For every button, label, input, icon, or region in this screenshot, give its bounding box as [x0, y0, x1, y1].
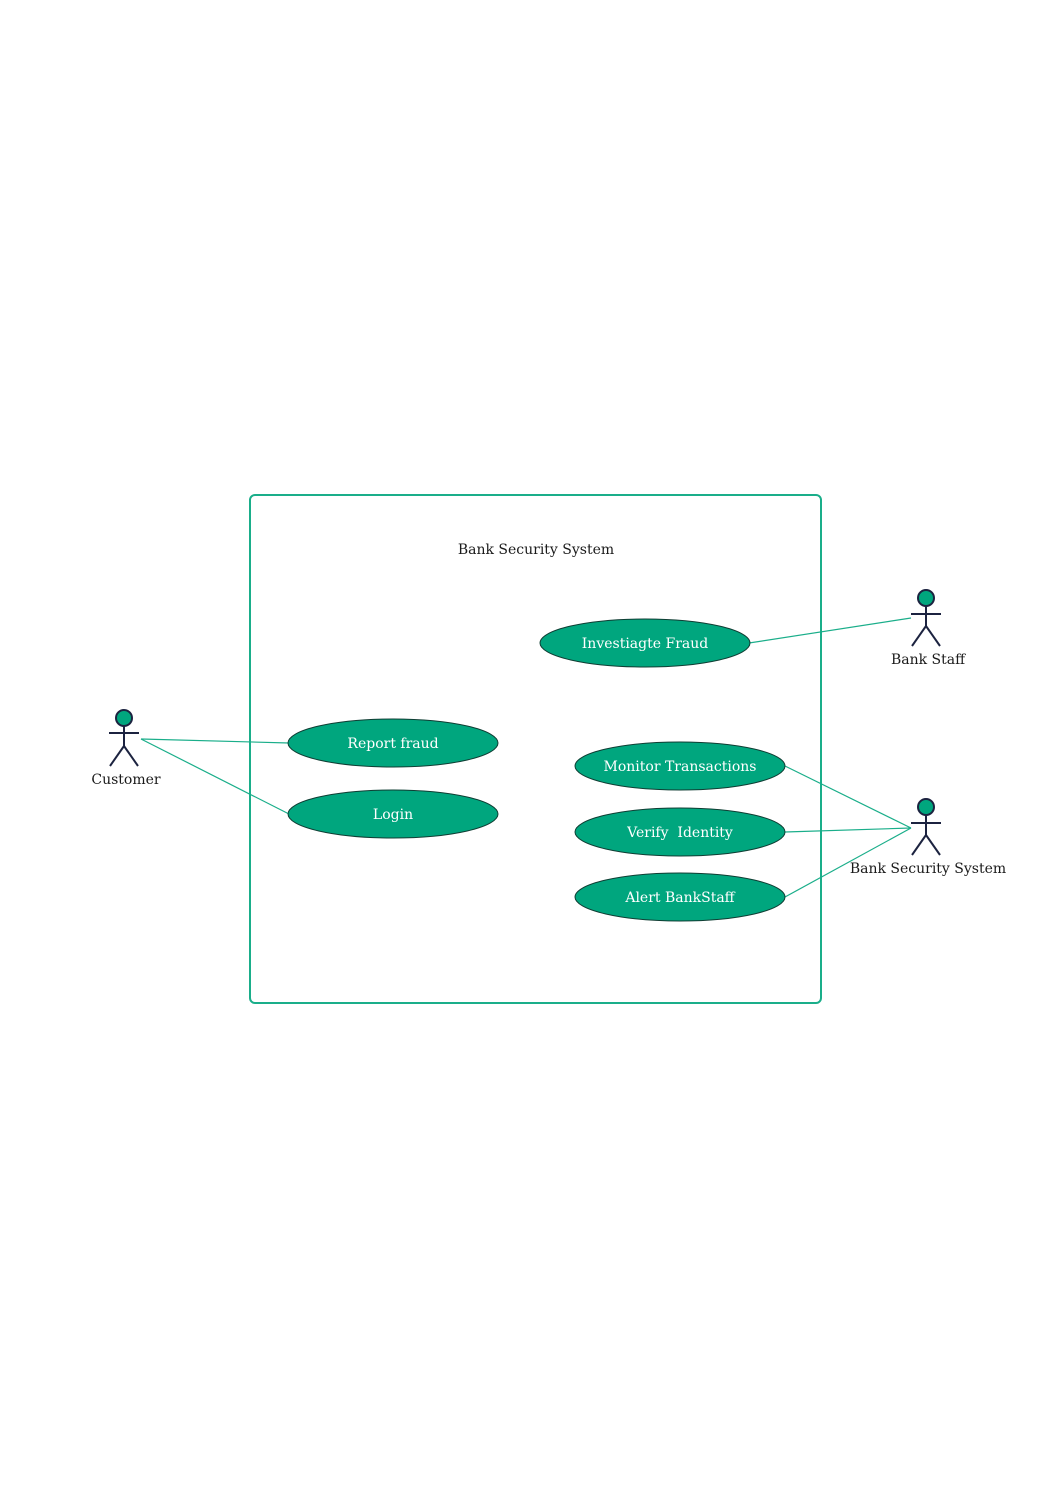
use-case-alert-bankstaff[interactable]: Alert BankStaff [574, 872, 786, 922]
association-bank-security-system-verify-identity[interactable] [784, 827, 912, 833]
use-case-login[interactable]: Login [287, 789, 499, 839]
actor-label: Customer [91, 772, 161, 788]
system-boundary[interactable] [249, 494, 822, 1004]
use-case-label: Report fraud [347, 736, 438, 752]
stick-figure-icon [911, 798, 941, 856]
association-customer-report-fraud[interactable] [140, 738, 290, 744]
use-case-label: Investiagte Fraud [582, 636, 708, 652]
association-bank-security-system-alert-bankstaff[interactable] [784, 827, 912, 898]
use-case-ellipse[interactable] [574, 741, 786, 791]
use-case-verify-identity[interactable]: Verify Identity [574, 807, 786, 857]
use-case-ellipse[interactable] [539, 618, 751, 668]
use-case-label: Alert BankStaff [624, 890, 735, 906]
association-bank-security-system-monitor-transactions[interactable] [784, 765, 912, 829]
use-case-label: Login [373, 807, 413, 823]
use-case-ellipse[interactable] [574, 872, 786, 922]
actor-bank-security-system[interactable]: Bank Security System [850, 798, 1006, 877]
actor-bank-staff[interactable]: Bank Staff [891, 589, 966, 668]
use-case-label: Verify Identity [626, 825, 733, 841]
associations [140, 617, 912, 898]
actor-customer[interactable]: Customer [91, 709, 161, 788]
system-boundary-title: Bank Security System [458, 542, 614, 558]
actor-label: Bank Staff [891, 652, 966, 668]
use-case-ellipse[interactable] [574, 807, 786, 857]
use-case-report-fraud[interactable]: Report fraud [287, 718, 499, 768]
use-case-label: Monitor Transactions [604, 759, 757, 775]
association-bank-staff-investigate-fraud[interactable] [748, 617, 912, 644]
stick-figure-icon [911, 589, 941, 647]
use-case-monitor-transactions[interactable]: Monitor Transactions [574, 741, 786, 791]
actor-label: Bank Security System [850, 861, 1006, 877]
use-case-investigate-fraud[interactable]: Investiagte Fraud [539, 618, 751, 668]
use-case-ellipse[interactable] [287, 789, 499, 839]
use-case-ellipse[interactable] [287, 718, 499, 768]
association-customer-login[interactable] [140, 738, 290, 815]
stick-figure-icon [109, 709, 139, 767]
